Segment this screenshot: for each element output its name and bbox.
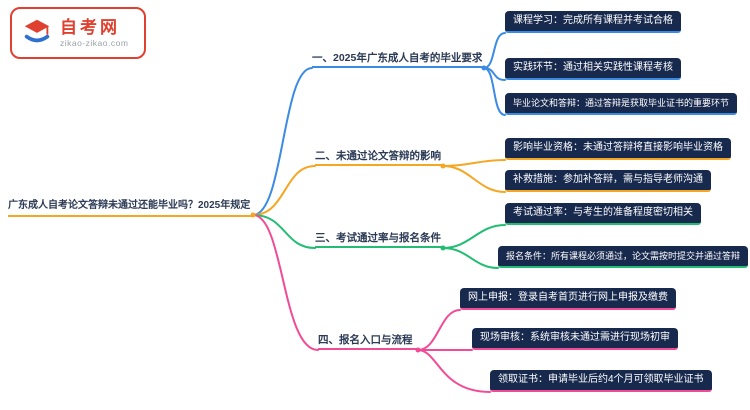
leaf-node: 课程学习：完成所有课程并考试合格 <box>505 11 681 33</box>
connector-branch1-leaf3 <box>483 67 506 116</box>
connector-root-branch2 <box>252 165 316 216</box>
branch-label-registration-process: 四、报名入口与流程 <box>318 332 418 350</box>
connector-branch4-leaf1 <box>417 309 461 351</box>
leaf-node: 现场审核：系统审核未通过需进行现场初审 <box>472 328 678 350</box>
leaf-node: 网上申报：登录自考首页进行网上申报及缴费 <box>460 288 676 310</box>
connector-branch1-leaf1 <box>483 32 506 69</box>
leaf-node: 影响毕业资格：未通过答辩将直接影响毕业资格 <box>505 138 731 160</box>
leaf-node: 考试通过率：与考生的准备程度密切相关 <box>505 203 701 225</box>
connector-root-branch4 <box>252 214 319 351</box>
leaf-node: 毕业论文和答辩：通过答辩是获取毕业证书的重要环节 <box>505 93 738 115</box>
connector-branch3-leaf2 <box>442 247 499 269</box>
connector-branch4-leaf3 <box>417 349 491 393</box>
leaf-node: 报名条件：所有课程必须通过，论文需按时提交并通过答辩 <box>498 246 749 268</box>
site-name: 自考网 <box>60 17 120 37</box>
connector-root-branch3 <box>252 214 316 249</box>
branch-label-pass-rate-conditions: 三、考试通过率与报名条件 <box>315 230 443 248</box>
leaf-node: 补救措施：参加补答辩，需与指导老师沟通 <box>505 170 711 192</box>
connector-branch2-leaf2 <box>442 165 506 193</box>
leaf-node: 实践环节：通过相关实践性课程考核 <box>505 58 681 80</box>
connector-root-branch1 <box>252 67 313 216</box>
connector-branch2-leaf1 <box>442 159 506 167</box>
site-logo[interactable]: 自考网 zikao-zikao.com <box>10 7 146 59</box>
leaf-node: 领取证书：申请毕业后约4个月可领取毕业证书 <box>490 370 712 392</box>
site-url: zikao-zikao.com <box>60 37 129 48</box>
branch-label-graduation-requirements: 一、2025年广东成人自考的毕业要求 <box>312 50 484 68</box>
branch-label-failed-defense-impact: 二、未通过论文答辩的影响 <box>315 148 443 166</box>
mindmap-root-node: 广东成人自考论文答辩未通过还能毕业吗？2025年规定 <box>8 199 254 217</box>
connector-branch1-leaf2 <box>483 67 506 81</box>
connector-branch3-leaf1 <box>442 224 506 249</box>
graduation-cap-icon <box>21 15 53 52</box>
